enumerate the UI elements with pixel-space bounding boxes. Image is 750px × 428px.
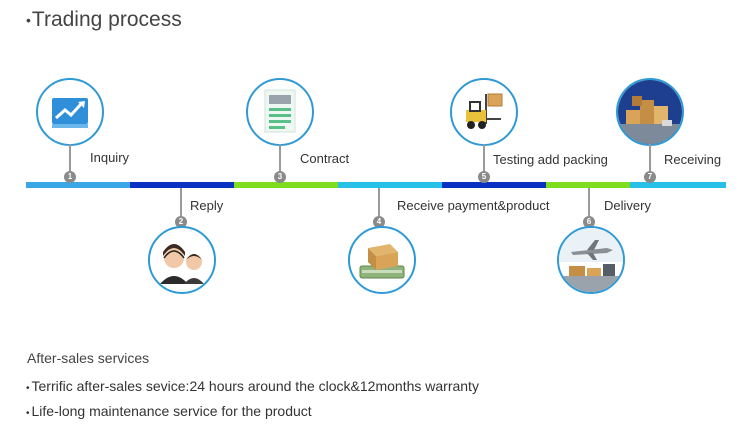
timeline-bar [26, 182, 726, 188]
after-sales-item-text: Terrific after-sales sevice:24 hours aro… [31, 378, 479, 394]
forklift-icon [466, 93, 503, 129]
inquiry-stem [69, 144, 71, 172]
contract-document-icon [264, 89, 296, 133]
contract-stem [279, 144, 281, 172]
timeline-segment-2 [130, 182, 234, 188]
step-4-node: 4 [373, 216, 385, 228]
after-sales-item: •Terrific after-sales sevice:24 hours ar… [26, 378, 479, 394]
title-text: Trading process [31, 8, 182, 31]
receive-stem [378, 188, 380, 216]
step-6-node: 6 [583, 216, 595, 228]
reply-circle [148, 226, 216, 294]
customer-service-icon [160, 244, 204, 284]
step-3-node: 3 [274, 171, 286, 183]
after-sales-item-text: Life-long maintenance service for the pr… [31, 403, 312, 419]
title-bullet: • [26, 12, 31, 29]
after-sales-title: After-sales services [27, 350, 150, 366]
contract-circle [246, 78, 314, 146]
page-title: •Trading process [26, 8, 182, 32]
testing-stem [483, 144, 485, 172]
warehouse-boxes-icon [618, 80, 682, 144]
step-7-node: 7 [644, 171, 656, 183]
timeline-segment-3 [234, 182, 338, 188]
inquiry-chart-icon [52, 98, 88, 128]
testing-circle [450, 78, 518, 146]
receiving-circle [616, 78, 684, 146]
receive-payment-circle [348, 226, 416, 294]
reply-stem [180, 188, 182, 216]
reply-label: Reply [190, 198, 224, 213]
receiving-label: Receiving [664, 152, 722, 167]
money-box-icon [359, 244, 405, 279]
bullet: • [26, 383, 30, 394]
bullet: • [26, 408, 30, 419]
timeline-segment-6 [546, 182, 630, 188]
delivery-circle [557, 226, 625, 294]
delivery-stem [588, 188, 590, 216]
delivery-label: Delivery [604, 198, 651, 213]
step-2-node: 2 [175, 216, 187, 228]
timeline-segment-4 [338, 182, 442, 188]
inquiry-label: Inquiry [90, 150, 130, 165]
contract-label: Contract [300, 151, 350, 166]
timeline-segment-7 [630, 182, 726, 188]
receiving-stem [649, 144, 651, 172]
timeline-segment-5 [442, 182, 546, 188]
after-sales-item: •Life-long maintenance service for the p… [26, 403, 312, 419]
airplane-cargo-icon [559, 228, 623, 292]
inquiry-circle [36, 78, 104, 146]
step-1-node: 1 [64, 171, 76, 183]
testing-packing-label: Testing add packing [493, 152, 608, 167]
receive-payment-label: Receive payment&product [397, 198, 550, 213]
step-5-node: 5 [478, 171, 490, 183]
timeline-segment-1 [26, 182, 130, 188]
